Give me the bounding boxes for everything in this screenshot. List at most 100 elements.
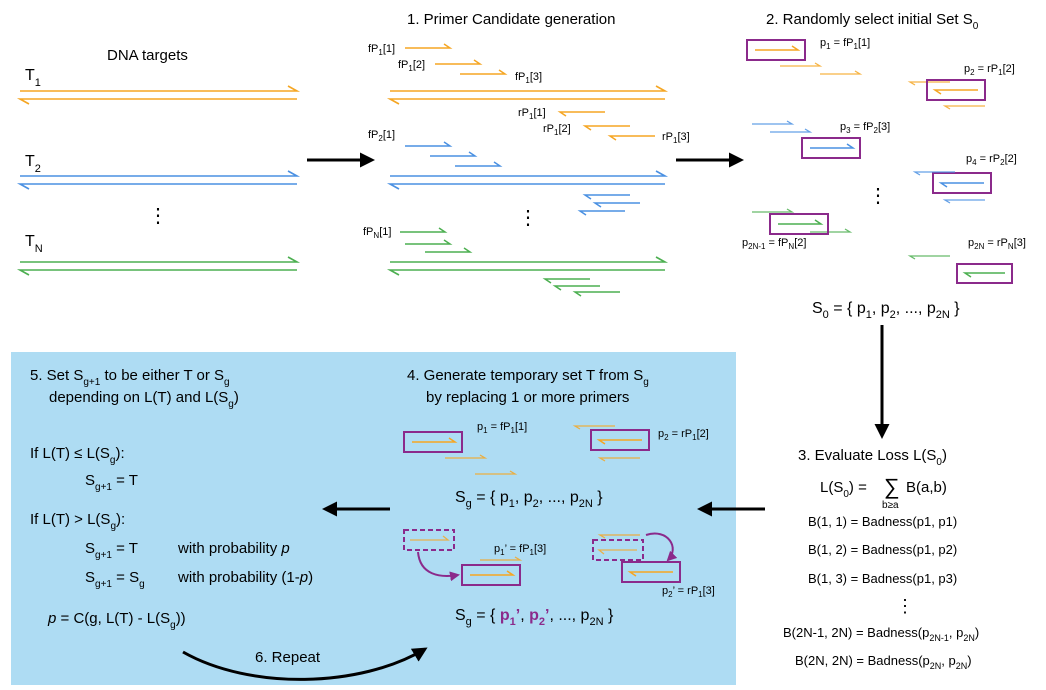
label-p2n1: p2N-1 = fPN[2] bbox=[742, 237, 806, 251]
label-p2-prime: p2’ = rP1[3] bbox=[662, 585, 715, 599]
probability-formula: p = C(g, L(T) - L(Sg)) bbox=[47, 610, 186, 631]
loss-formula: L(S0) = bbox=[820, 479, 867, 500]
dna-targets-title: DNA targets bbox=[107, 47, 188, 64]
step3-title: 3. Evaluate Loss L(S0) bbox=[798, 447, 947, 468]
rev-primers-1 bbox=[557, 111, 655, 141]
prob-accept: with probability p bbox=[177, 540, 290, 557]
badness-b12: B(1, 2) = Badness(p1, p2) bbox=[808, 542, 957, 557]
badness-b13: B(1, 3) = Badness(p1, p3) bbox=[808, 571, 957, 586]
label-p2n: p2N = rPN[3] bbox=[968, 237, 1026, 251]
label-fp1-3: fP1[3] bbox=[515, 71, 542, 85]
temp-primer-p1 bbox=[412, 437, 458, 443]
result-accept: Sg+1 = T bbox=[85, 472, 138, 493]
sigma-subscript: b≥a bbox=[882, 500, 899, 511]
target-2-copy bbox=[386, 170, 669, 190]
old-box-p1 bbox=[403, 529, 455, 551]
initial-selection-section: 2. Randomly select initial Set S0 p1 = f… bbox=[742, 11, 1026, 321]
step4-title-line2: by replacing 1 or more primers bbox=[426, 389, 629, 406]
label-rp1-3: rP1[3] bbox=[662, 131, 690, 145]
temp-primer-p2 bbox=[596, 439, 642, 445]
label-p1: p1 = fP1[1] bbox=[820, 37, 870, 51]
new-primer-p2 bbox=[627, 571, 673, 577]
target-n-label: TN bbox=[25, 233, 43, 255]
new-box-p2 bbox=[621, 561, 681, 583]
temp-box-p2 bbox=[590, 429, 650, 451]
sg-formula-2: Sg = { p1’, p2’, ..., p2N } bbox=[455, 607, 614, 628]
sigma-symbol: ∑ bbox=[884, 474, 900, 499]
label-fp1-2: fP1[2] bbox=[398, 59, 425, 73]
replace-arrow-p2 bbox=[645, 532, 678, 562]
label-rp1-1: rP1[1] bbox=[518, 107, 546, 121]
unselected-primer-r1 bbox=[942, 105, 985, 110]
selected-box-p2n bbox=[956, 263, 1013, 284]
rev-primers-n bbox=[542, 278, 620, 297]
label-p2: p2 = rP1[2] bbox=[964, 63, 1015, 77]
unselected-primers-4 bbox=[752, 208, 853, 233]
temp-unselected-1 bbox=[445, 425, 615, 475]
condition-gt: If L(T) > L(Sg): bbox=[30, 511, 125, 532]
temp-label-p1: p1 = fP1[1] bbox=[477, 421, 527, 435]
label-fp2-1: fP2[1] bbox=[368, 129, 395, 143]
primer-p1 bbox=[755, 45, 801, 51]
result-accept-prob: Sg+1 = T bbox=[85, 540, 138, 561]
fwd-primers-n bbox=[400, 227, 473, 253]
label-p1-prime: p1’ = fP1[3] bbox=[494, 543, 546, 557]
evaluate-loss-section: 3. Evaluate Loss L(S0) L(S0) = ∑ b≥a B(a… bbox=[783, 447, 979, 671]
old-primer-p1 bbox=[410, 535, 450, 541]
initial-set-formula: S0 = { p1, p2, ..., p2N } bbox=[812, 300, 960, 321]
unselected-primers-1 bbox=[780, 62, 950, 86]
new-primer-p1 bbox=[470, 570, 516, 576]
badness-b2n: B(2N, 2N) = Badness(p2N, p2N) bbox=[795, 653, 972, 671]
target-1-copy bbox=[386, 85, 669, 105]
update-set-section: 5. Set Sg+1 to be either T or Sg dependi… bbox=[30, 367, 313, 631]
selected-box-p2 bbox=[926, 79, 986, 101]
label-rp1-2: rP1[2] bbox=[543, 123, 571, 137]
selected-box-p3 bbox=[801, 137, 861, 159]
target-2-label: T2 bbox=[25, 153, 41, 175]
badness-b2n1: B(2N-1, 2N) = Badness(p2N-1, p2N) bbox=[783, 625, 979, 643]
temp-box-p1 bbox=[403, 431, 463, 453]
prob-reject: with probability (1-p) bbox=[177, 569, 313, 586]
label-fpn-1: fPN[1] bbox=[363, 226, 391, 240]
repeat-arrow bbox=[182, 647, 428, 681]
label-p4: p4 = rP2[2] bbox=[966, 153, 1017, 167]
target-n-copy bbox=[386, 256, 669, 276]
unselected-primers-5 bbox=[907, 255, 950, 260]
dna-targets-section: DNA targets T1 T2 ⋮ TN bbox=[16, 47, 301, 276]
targets-ellipsis: ⋮ bbox=[148, 205, 168, 227]
step5-title-line2: depending on L(T) and L(Sg) bbox=[49, 389, 239, 410]
fwd-primers-2 bbox=[405, 141, 503, 167]
target-1-strands bbox=[16, 85, 301, 105]
loop-panel bbox=[11, 352, 736, 685]
fwd-primers-1 bbox=[405, 43, 508, 75]
step5-title-line1: 5. Set Sg+1 to be either T or Sg bbox=[30, 367, 230, 388]
condition-le: If L(T) ≤ L(Sg): bbox=[30, 445, 125, 466]
generate-temp-set-section: 4. Generate temporary set T from Sg by r… bbox=[403, 367, 715, 628]
replace-arrow-p1 bbox=[417, 551, 460, 582]
temp-unselected-3 bbox=[480, 556, 523, 561]
unselected-primers-2 bbox=[752, 120, 813, 133]
old-box-p2 bbox=[592, 539, 644, 561]
candidates-ellipsis: ⋮ bbox=[518, 207, 538, 229]
label-p3: p3 = fP2[3] bbox=[840, 121, 890, 135]
primer-p2 bbox=[932, 89, 978, 95]
selection-ellipsis: ⋮ bbox=[868, 185, 888, 207]
label-fp1-1: fP1[1] bbox=[368, 43, 395, 57]
old-primer-p2 bbox=[597, 549, 637, 555]
primer-p2n bbox=[962, 272, 1005, 278]
temp-unselected-2 bbox=[597, 457, 640, 462]
step1-title: 1. Primer Candidate generation bbox=[407, 11, 615, 28]
target-2-strands bbox=[16, 170, 301, 190]
loss-sum-term: B(a,b) bbox=[906, 479, 947, 496]
selected-box-p4 bbox=[932, 172, 992, 194]
primer-p2n1 bbox=[778, 219, 824, 225]
target-1-label: T1 bbox=[25, 67, 41, 89]
target-n-strands bbox=[16, 256, 301, 276]
primer-p3 bbox=[810, 143, 856, 149]
primer-p4 bbox=[938, 182, 984, 188]
selected-box-p2n1 bbox=[769, 213, 829, 235]
result-reject-prob: Sg+1 = Sg bbox=[85, 569, 145, 590]
unselected-primers-3 bbox=[912, 171, 985, 204]
step2-title: 2. Randomly select initial Set S0 bbox=[766, 11, 979, 32]
